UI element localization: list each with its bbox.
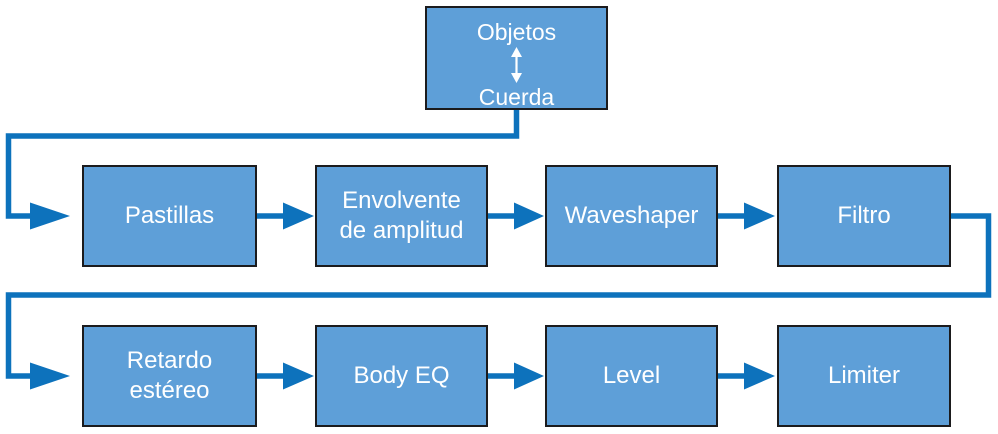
node-label: Filtro: [837, 202, 891, 229]
arrowhead-into-envolvente: [283, 202, 314, 230]
node-label: Level: [602, 362, 661, 389]
node-retardo-estereo: Retardo estéreo: [82, 325, 257, 427]
arrowhead-into-limiter: [744, 362, 775, 390]
node-label: Envolvente de amplitud: [339, 187, 464, 244]
node-body-eq: Body EQ: [315, 325, 488, 427]
node-envolvente-de-amplitud: Envolvente de amplitud: [315, 165, 488, 267]
arrowhead-into-pastillas: [30, 202, 70, 230]
node-label-cuerda: Cuerda: [478, 83, 555, 110]
node-label: Retardo estéreo: [126, 347, 213, 404]
node-filtro: Filtro: [777, 165, 951, 267]
node-objetos-cuerda: Objetos Cuerda: [425, 6, 608, 110]
node-label: Pastillas: [124, 202, 215, 229]
arrowhead-into-level: [514, 362, 544, 390]
arrowhead-into-retardo: [30, 362, 70, 390]
node-limiter: Limiter: [777, 325, 951, 427]
node-label: Body EQ: [353, 362, 450, 389]
node-waveshaper: Waveshaper: [545, 165, 718, 267]
arrowhead-into-bodyeq: [283, 362, 314, 390]
node-pastillas: Pastillas: [82, 165, 257, 267]
node-level: Level: [545, 325, 718, 427]
bidirectional-arrow-icon: [511, 46, 522, 83]
arrowhead-into-waveshaper: [514, 202, 544, 230]
connector-source-to-row1: [5, 108, 520, 219]
arrowhead-into-filtro: [744, 202, 775, 230]
node-label-objetos: Objetos: [476, 19, 557, 45]
node-label: Waveshaper: [564, 202, 699, 229]
node-label: Limiter: [827, 362, 900, 389]
connector-filtro-to-row2: [5, 213, 992, 379]
